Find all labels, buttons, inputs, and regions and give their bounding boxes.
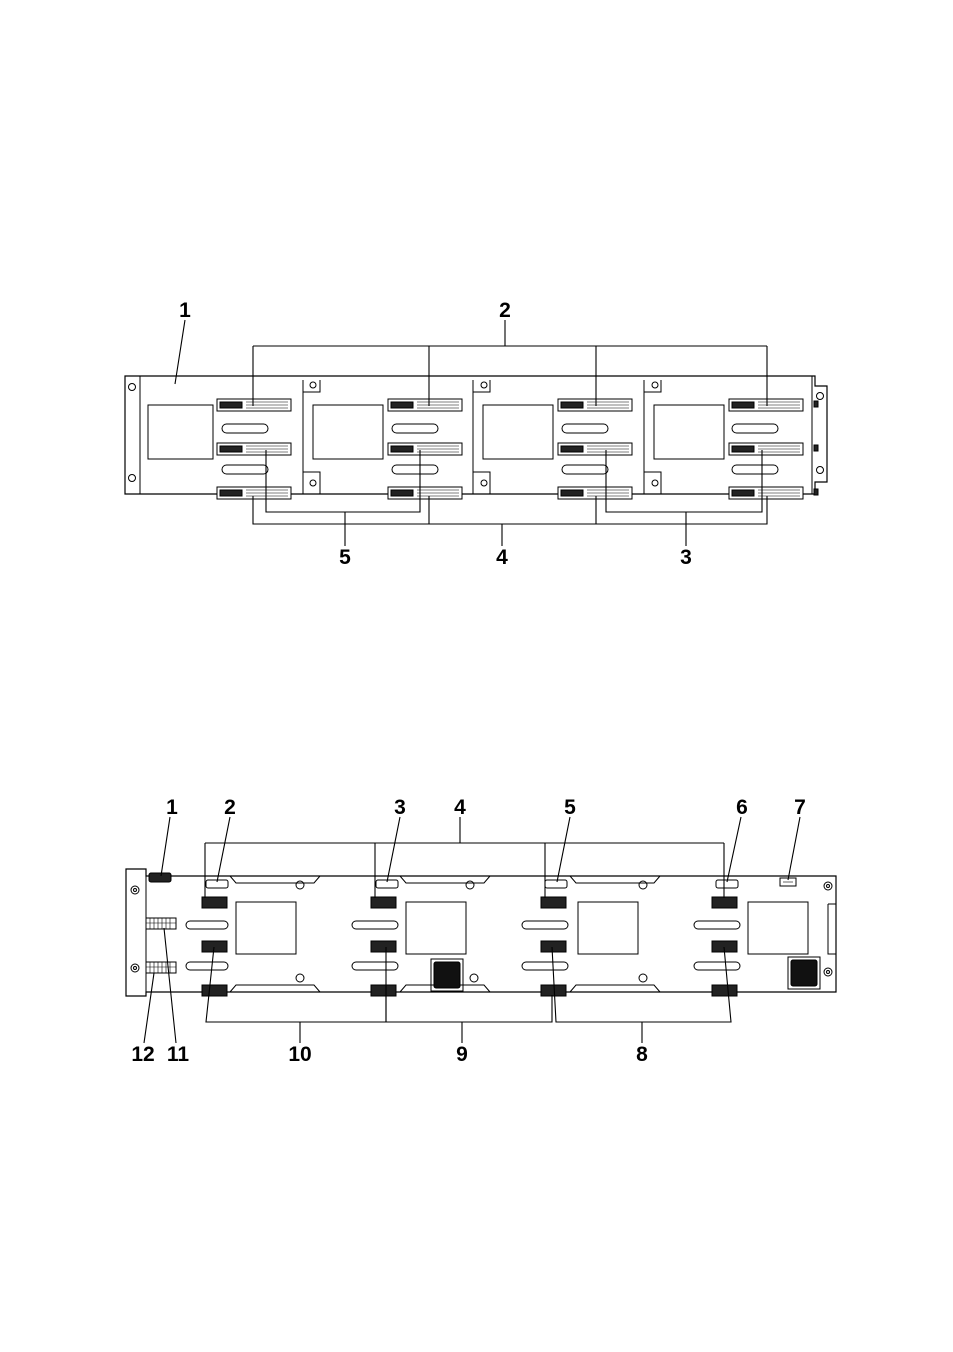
top-connector <box>729 487 803 499</box>
bottom-connector <box>712 897 737 908</box>
bottom-callout-4: 4 <box>454 796 466 819</box>
top-connector <box>558 443 632 455</box>
top-callout-5: 5 <box>339 546 351 569</box>
bottom-callout-2: 2 <box>224 796 236 819</box>
bottom-connector <box>712 985 737 996</box>
top-connector <box>388 399 462 411</box>
bottom-callout-3: 3 <box>394 796 406 819</box>
bottom-callout-7: 7 <box>794 796 806 819</box>
top-callout-2: 2 <box>499 299 511 322</box>
bottom-leader-6 <box>727 817 741 882</box>
bottom-connector <box>202 897 227 908</box>
bottom-connector <box>202 941 227 952</box>
bottom-connector <box>541 897 566 908</box>
top-connector <box>217 487 291 499</box>
bottom-callout-10: 10 <box>288 1043 311 1066</box>
bottom-backplane-diagram: 1 2 3 4 5 6 7 8 9 10 11 12 <box>126 796 836 1066</box>
bottom-callout-5: 5 <box>564 796 576 819</box>
bottom-leader-5 <box>557 817 570 882</box>
bottom-leader-3 <box>387 817 400 882</box>
bottom-leader-7 <box>788 817 800 880</box>
chip-icon <box>434 962 460 988</box>
bottom-callout-11: 11 <box>167 1043 190 1066</box>
top-callout-3: 3 <box>680 546 692 569</box>
bottom-callout-6: 6 <box>736 796 748 819</box>
top-leader-4 <box>253 496 767 546</box>
top-connector <box>729 443 803 455</box>
bottom-connector <box>371 985 396 996</box>
bottom-callout-12: 12 <box>131 1043 154 1066</box>
chip-icon <box>791 960 817 986</box>
top-connector <box>217 443 291 455</box>
top-connector <box>217 399 291 411</box>
top-leader-1 <box>175 320 185 384</box>
bottom-leader-1 <box>161 817 170 876</box>
top-callout-4: 4 <box>496 546 508 569</box>
bottom-leader-9 <box>386 995 552 1043</box>
top-connector <box>388 487 462 499</box>
bottom-connector <box>371 897 396 908</box>
top-board-outline <box>125 376 827 494</box>
bottom-connector <box>541 985 566 996</box>
top-connector <box>388 443 462 455</box>
bottom-connector <box>541 941 566 952</box>
top-connector <box>558 399 632 411</box>
bottom-connector <box>371 941 396 952</box>
bottom-callout-9: 9 <box>456 1043 468 1066</box>
top-callout-1: 1 <box>179 299 191 322</box>
top-connector <box>729 399 803 411</box>
bottom-connector <box>202 985 227 996</box>
top-backplane-diagram: 1 2 3 4 5 <box>125 299 827 569</box>
top-connector <box>558 487 632 499</box>
bottom-callout-8: 8 <box>636 1043 648 1066</box>
bottom-leader-2 <box>217 817 230 882</box>
bottom-callout-1: 1 <box>166 796 178 819</box>
